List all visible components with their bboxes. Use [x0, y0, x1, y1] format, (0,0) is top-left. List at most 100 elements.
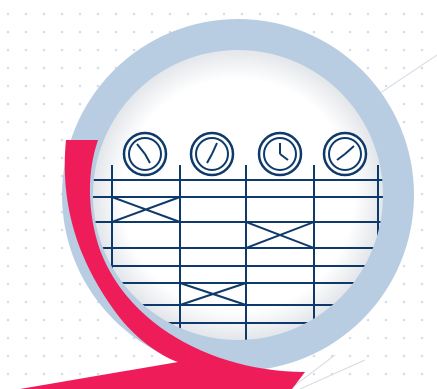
background-dot	[43, 301, 46, 304]
background-dot	[277, 13, 280, 16]
background-dot	[97, 355, 100, 358]
background-dot	[133, 49, 136, 52]
background-dot	[349, 31, 352, 34]
background-dot	[43, 139, 46, 142]
background-dot	[7, 193, 10, 196]
background-dot	[61, 283, 64, 286]
background-dot	[43, 373, 46, 376]
background-dot	[421, 337, 424, 340]
background-dot	[61, 229, 64, 232]
background-dot	[25, 13, 28, 16]
background-dot	[403, 49, 406, 52]
background-dot	[7, 337, 10, 340]
background-dot	[25, 301, 28, 304]
background-dot	[385, 31, 388, 34]
background-dot	[367, 31, 370, 34]
background-dot	[7, 103, 10, 106]
background-dot	[61, 265, 64, 268]
background-dot	[403, 319, 406, 322]
background-dot	[115, 13, 118, 16]
background-dot	[79, 49, 82, 52]
background-dot	[43, 229, 46, 232]
background-dot	[403, 265, 406, 268]
background-dot	[421, 247, 424, 250]
background-dot	[25, 319, 28, 322]
background-dot	[97, 67, 100, 70]
background-dot	[43, 157, 46, 160]
background-dot	[25, 265, 28, 268]
background-dot	[25, 31, 28, 34]
background-dot	[79, 319, 82, 322]
background-dot	[403, 373, 406, 376]
background-dot	[7, 85, 10, 88]
background-dot	[43, 13, 46, 16]
background-dot	[403, 121, 406, 124]
background-dot	[151, 13, 154, 16]
background-dot	[385, 337, 388, 340]
background-dot	[79, 337, 82, 340]
background-dot	[61, 355, 64, 358]
background-dot	[43, 265, 46, 268]
background-dot	[25, 175, 28, 178]
background-dot	[25, 211, 28, 214]
background-dot	[97, 85, 100, 88]
background-dot	[25, 103, 28, 106]
background-dot	[25, 229, 28, 232]
background-dot	[421, 121, 424, 124]
background-dot	[367, 337, 370, 340]
background-dot	[367, 49, 370, 52]
background-dot	[403, 355, 406, 358]
background-dot	[349, 355, 352, 358]
background-dot	[403, 67, 406, 70]
background-dot	[385, 355, 388, 358]
background-dot	[43, 355, 46, 358]
background-dot	[7, 175, 10, 178]
background-dot	[241, 13, 244, 16]
background-dot	[7, 139, 10, 142]
background-dot	[385, 49, 388, 52]
background-dot	[43, 49, 46, 52]
background-dot	[421, 85, 424, 88]
background-dot	[259, 13, 262, 16]
background-dot	[403, 301, 406, 304]
background-dot	[367, 319, 370, 322]
background-dot	[385, 319, 388, 322]
background-dot	[403, 13, 406, 16]
background-dot	[7, 13, 10, 16]
background-dot	[25, 355, 28, 358]
background-dot	[421, 157, 424, 160]
background-dot	[385, 13, 388, 16]
background-dot	[79, 13, 82, 16]
background-dot	[43, 193, 46, 196]
background-dot	[79, 373, 82, 376]
background-dot	[403, 283, 406, 286]
background-dot	[7, 301, 10, 304]
background-dot	[367, 13, 370, 16]
background-dot	[7, 355, 10, 358]
background-dot	[97, 49, 100, 52]
background-dot	[403, 103, 406, 106]
background-dot	[115, 49, 118, 52]
background-dot	[97, 31, 100, 34]
background-dot	[115, 31, 118, 34]
background-dot	[313, 373, 316, 376]
background-dot	[133, 13, 136, 16]
background-dot	[7, 121, 10, 124]
background-dot	[349, 49, 352, 52]
background-dot	[43, 211, 46, 214]
background-dot	[7, 157, 10, 160]
background-dot	[7, 319, 10, 322]
background-dot	[403, 85, 406, 88]
background-dot	[367, 355, 370, 358]
background-dot	[421, 31, 424, 34]
background-dot	[43, 283, 46, 286]
background-dot	[61, 247, 64, 250]
background-dot	[421, 265, 424, 268]
background-dot	[25, 193, 28, 196]
background-dot	[385, 373, 388, 376]
background-dot	[7, 229, 10, 232]
background-dot	[295, 13, 298, 16]
background-dot	[79, 103, 82, 106]
background-dot	[7, 49, 10, 52]
